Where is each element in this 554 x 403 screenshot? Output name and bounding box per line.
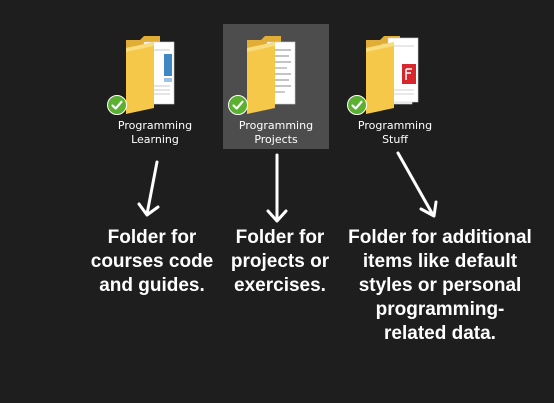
caption-line: Folder for xyxy=(235,227,325,248)
sync-ok-checkmark-icon xyxy=(228,95,248,115)
caption-learning: Folder for courses code and guides. xyxy=(82,226,222,298)
folder-label-line1: Programming xyxy=(357,119,433,132)
folder-label: Programming Learning xyxy=(102,119,208,147)
folder-icon xyxy=(247,36,296,114)
folder-label-line2: Learning xyxy=(131,133,179,146)
folder-programming-learning[interactable]: Programming Learning xyxy=(102,24,208,149)
folder-label-line2: Projects xyxy=(254,133,298,146)
arrow-down-icon xyxy=(145,160,159,216)
arrow-head-icon xyxy=(266,209,288,223)
caption-line: Folder for xyxy=(107,227,197,248)
sync-ok-checkmark-icon xyxy=(107,95,127,115)
folder-icon xyxy=(126,36,175,114)
caption-line: styles or personal xyxy=(358,275,522,296)
caption-line: courses code xyxy=(90,251,214,272)
caption-line: programming- xyxy=(375,299,505,320)
folder-label: Programming Stuff xyxy=(342,119,448,147)
caption-line: projects or xyxy=(230,251,330,272)
sync-ok-checkmark-icon xyxy=(347,95,367,115)
caption-line: items like default xyxy=(362,251,518,272)
folder-label-line1: Programming xyxy=(238,119,314,132)
caption-stuff: Folder for additional items like default… xyxy=(340,226,540,346)
arrow-head-icon xyxy=(137,202,160,217)
folder-icon xyxy=(366,36,419,114)
folder-label: Programming Projects xyxy=(223,119,329,147)
caption-line: Folder for additional xyxy=(348,227,532,248)
folder-programming-projects[interactable]: Programming Projects xyxy=(223,24,329,149)
folder-label-line2: Stuff xyxy=(382,133,408,146)
caption-line: and guides. xyxy=(99,275,205,296)
caption-line: related data. xyxy=(384,323,496,344)
folder-label-line1: Programming xyxy=(117,119,193,132)
arrow-down-icon xyxy=(396,151,435,217)
caption-line: exercises. xyxy=(234,275,326,296)
caption-projects: Folder for projects or exercises. xyxy=(220,226,340,298)
arrow-head-icon xyxy=(419,200,438,218)
folder-programming-stuff[interactable]: Programming Stuff xyxy=(342,24,448,149)
